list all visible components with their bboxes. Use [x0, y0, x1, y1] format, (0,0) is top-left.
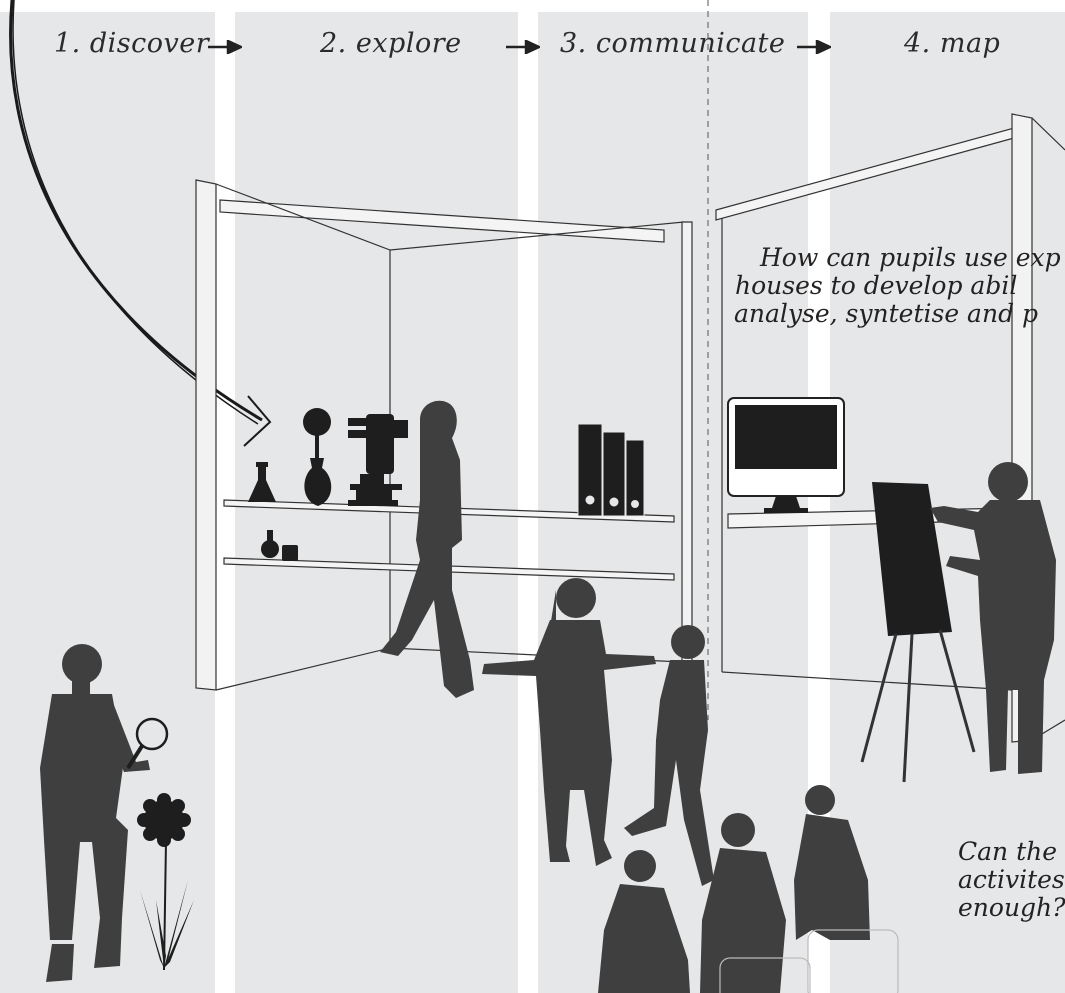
- curved-arrow-icon: [11, 0, 270, 446]
- microscope-icon: [348, 414, 408, 506]
- monitor-icon: [728, 398, 844, 513]
- person-with-magnifier-silhouette: [40, 644, 150, 982]
- shrugging-girl-silhouette: [482, 578, 656, 866]
- walking-person-silhouette: [380, 401, 474, 698]
- binders-icon: [578, 424, 644, 516]
- flower-icon: [137, 793, 194, 970]
- flask-icon: [248, 462, 276, 502]
- question-line-2: houses to develop abil: [735, 272, 1017, 299]
- question2-line-3: enough?: [958, 894, 1065, 921]
- question-line-3: analyse, syntetise and p: [734, 300, 1038, 327]
- bottles-icon: [261, 530, 298, 561]
- flower-vase-icon: [303, 408, 331, 506]
- audience-silhouette: [598, 785, 870, 993]
- question2-line-1: Can the: [958, 838, 1057, 865]
- question2-line-2: activites: [958, 866, 1065, 893]
- flip-chart-icon: [862, 482, 974, 782]
- question-line-1: How can pupils use exp: [760, 244, 1061, 271]
